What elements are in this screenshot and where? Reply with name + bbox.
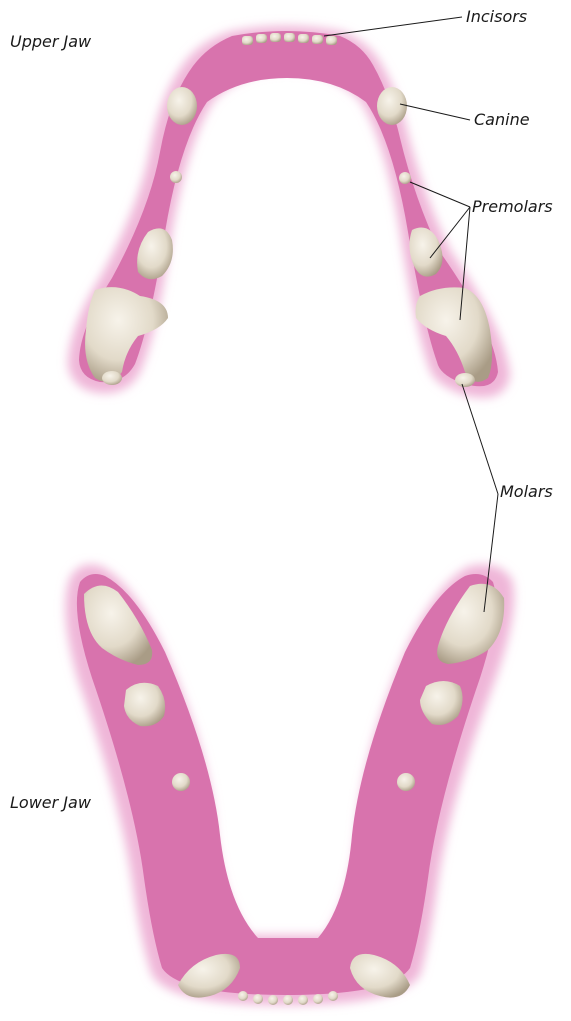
lower-incisor xyxy=(298,995,308,1005)
incisors-leader xyxy=(324,17,462,36)
lower-incisor xyxy=(328,991,338,1001)
molars-leader xyxy=(462,384,498,494)
upper-incisor xyxy=(326,36,337,45)
lower-incisor xyxy=(238,991,248,1001)
upper-jaw xyxy=(68,26,510,398)
upper-incisor xyxy=(312,35,323,44)
lower-incisor xyxy=(253,994,263,1004)
upper-incisor xyxy=(256,34,267,43)
upper-molar-right xyxy=(455,373,475,387)
upper-incisor xyxy=(270,33,281,42)
upper-premolar-small-left xyxy=(170,171,182,183)
upper-incisor xyxy=(298,34,309,43)
lower-premolar-small-left xyxy=(172,773,190,791)
lower-incisor xyxy=(283,995,293,1005)
lower-incisor xyxy=(313,994,323,1004)
upper-jaw-label: Upper Jaw xyxy=(10,34,91,50)
upper-incisor xyxy=(284,33,295,42)
molars-label: Molars xyxy=(500,484,553,500)
lower-jaw-label: Lower Jaw xyxy=(10,795,91,811)
upper-molar-left xyxy=(102,371,122,385)
upper-canine-right xyxy=(377,87,407,125)
canine-label: Canine xyxy=(474,112,530,128)
lower-incisor xyxy=(268,995,278,1005)
incisors-label: Incisors xyxy=(466,9,527,25)
upper-incisor xyxy=(242,36,253,45)
canine-leader xyxy=(400,104,470,120)
premolars-label: Premolars xyxy=(472,199,553,215)
lower-premolar-small-right xyxy=(397,773,415,791)
upper-canine-left xyxy=(167,87,197,125)
upper-premolar-small-right xyxy=(399,172,411,184)
